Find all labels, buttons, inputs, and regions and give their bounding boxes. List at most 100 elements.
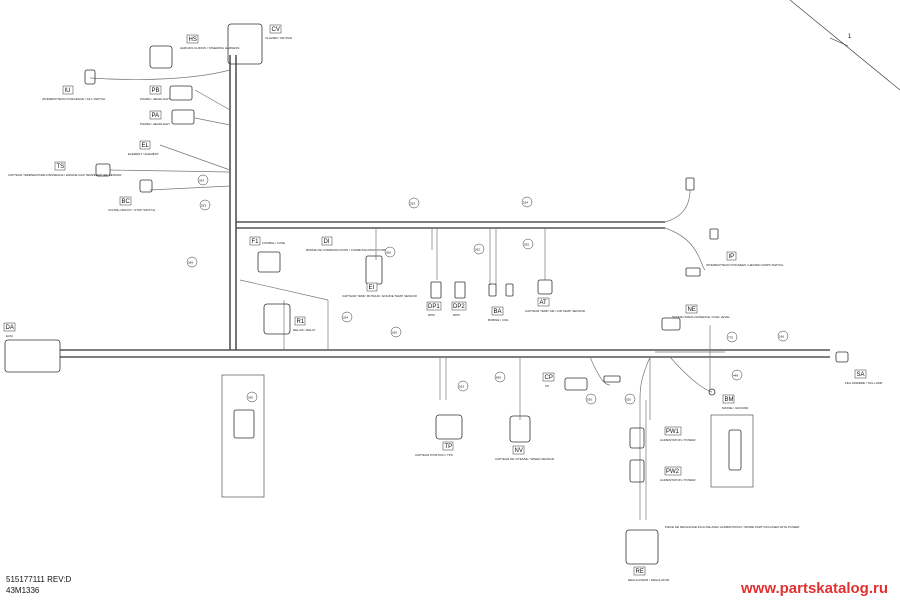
wire-number: 260 <box>384 246 396 258</box>
label-R1: R1 RELAIS / RELAY <box>293 316 316 332</box>
svg-text:166: 166 <box>779 335 784 339</box>
sheet-ref: 1 <box>848 34 852 40</box>
connectors <box>4 23 849 565</box>
svg-text:BC: BC <box>122 199 131 205</box>
svg-text:INTERRUPTEUR D'URGENCE / KILL: INTERRUPTEUR D'URGENCE / KILL SWITCH <box>42 97 105 101</box>
wire-number: 255 <box>522 238 534 250</box>
harness-branches <box>89 69 725 520</box>
label-PW1: PW1 ALIMENTATION / POWER <box>660 426 696 442</box>
svg-text:448: 448 <box>733 374 738 378</box>
svg-text:960: 960 <box>496 376 501 380</box>
svg-text:COUPE-CIRCUIT / STOP SWITCH: COUPE-CIRCUIT / STOP SWITCH <box>108 208 155 212</box>
svg-text:CAPTEUR TEMP. AIR / AIR TEMP.: CAPTEUR TEMP. AIR / AIR TEMP. SENSOR <box>525 309 586 313</box>
svg-text:RELAIS / RELAY: RELAIS / RELAY <box>293 328 316 332</box>
svg-text:530: 530 <box>587 398 592 402</box>
svg-text:ECM: ECM <box>6 334 13 338</box>
relay-inset-box <box>221 374 265 498</box>
wire-number: 520 <box>624 393 636 405</box>
svg-text:CLAVIER / KEYPAD: CLAVIER / KEYPAD <box>265 36 293 40</box>
label-EL: EL ELEMENT / ELEMENT <box>128 140 159 156</box>
wire-number: 266 <box>390 326 402 338</box>
svg-text:CAPTEUR TEMP. MOTEUR / ENGINE: CAPTEUR TEMP. MOTEUR / ENGINE TEMP. SENS… <box>342 294 418 298</box>
label-F1: F1 FUSIBLE / FUSE <box>249 236 285 246</box>
svg-text:F1: F1 <box>252 239 260 245</box>
svg-text:RE: RE <box>636 569 644 575</box>
svg-text:775: 775 <box>728 336 733 340</box>
label-CV: CV CLAVIER / KEYPAD <box>265 24 293 40</box>
svg-text:DP2: DP2 <box>453 304 465 310</box>
spare-part-note: PIECE DE RECHANGE INCLUSE AVEC ALIMENTAT… <box>665 525 800 529</box>
svg-text:HARNAIS GUIDON / STEERING HARN: HARNAIS GUIDON / STEERING HARNESS <box>180 46 239 50</box>
label-BA: BA BOBINE / COIL <box>488 306 509 322</box>
label-BC: BC COUPE-CIRCUIT / STOP SWITCH <box>108 196 155 212</box>
svg-text:DPM: DPM <box>428 313 435 317</box>
power-inset-box <box>710 414 754 488</box>
label-PA: PA PHARE / HEADLIGHT <box>140 110 170 126</box>
wire-number: 166 <box>777 330 789 342</box>
wire-number: 254 <box>521 196 533 208</box>
svg-text:260: 260 <box>386 251 391 255</box>
svg-text:BA: BA <box>494 309 502 315</box>
label-EI: EI CAPTEUR TEMP. MOTEUR / ENGINE TEMP. S… <box>342 282 418 298</box>
svg-text:IP: IP <box>729 254 735 260</box>
svg-text:HS: HS <box>189 37 197 43</box>
svg-text:263: 263 <box>201 204 206 208</box>
label-DP1: DP1 DPM <box>426 301 442 317</box>
wire-number: 775 <box>726 331 738 343</box>
wire-number: 253 <box>408 197 420 209</box>
wire-number: 530 <box>585 393 597 405</box>
svg-text:REGULATEUR / REGULATOR: REGULATEUR / REGULATOR <box>628 578 670 582</box>
svg-text:IU: IU <box>65 88 71 94</box>
svg-text:266: 266 <box>188 261 193 265</box>
label-PB: PB PHARE / HEADLIGHT <box>140 85 170 101</box>
svg-text:INTERRUPTEUR POIGNEES / HEATED: INTERRUPTEUR POIGNEES / HEATED GRIPS SWI… <box>706 263 783 267</box>
label-CP: CP CP <box>542 372 555 388</box>
svg-text:253: 253 <box>410 202 415 206</box>
label-PW2: PW2 ALIMENTATION / POWER <box>660 466 696 482</box>
watermark: www.partskatalog.ru <box>741 580 888 597</box>
drawing-code: 43M1336 <box>6 586 40 595</box>
svg-text:DP1: DP1 <box>428 304 440 310</box>
svg-text:EI: EI <box>369 285 375 291</box>
svg-text:NE: NE <box>688 307 696 313</box>
svg-text:R1: R1 <box>297 319 305 325</box>
svg-text:253: 253 <box>459 385 464 389</box>
harness-trunk <box>60 55 830 358</box>
svg-text:PA: PA <box>152 113 160 119</box>
part-number: 515177111 REV:D <box>6 575 72 584</box>
label-IP: IP INTERRUPTEUR POIGNEES / HEATED GRIPS … <box>706 251 783 267</box>
svg-text:FEU ARRIERE / TAIL LAMP: FEU ARRIERE / TAIL LAMP <box>845 381 882 385</box>
svg-text:TS: TS <box>57 164 65 170</box>
wire-number: 266 <box>186 256 198 268</box>
label-DA: DA ECM <box>3 322 16 338</box>
wire-number: 253 <box>457 380 469 392</box>
svg-text:254: 254 <box>343 316 348 320</box>
svg-text:PB: PB <box>152 88 160 94</box>
svg-text:ALIMENTATION / POWER: ALIMENTATION / POWER <box>660 478 696 482</box>
svg-text:255: 255 <box>524 243 529 247</box>
svg-text:NV: NV <box>515 448 523 454</box>
svg-text:262: 262 <box>475 248 480 252</box>
label-SA: SA FEU ARRIERE / TAIL LAMP <box>845 369 882 385</box>
svg-text:DA: DA <box>6 325 14 331</box>
label-DI: DI BORNE DE COMMUNICATION / COMMUNICATIO… <box>306 236 386 252</box>
svg-text:263: 263 <box>199 179 204 183</box>
label-IU: IU INTERRUPTEUR D'URGENCE / KILL SWITCH <box>42 85 105 101</box>
svg-text:PHARE / HEADLIGHT: PHARE / HEADLIGHT <box>140 122 170 126</box>
svg-text:PW1: PW1 <box>666 429 680 435</box>
svg-text:CP: CP <box>545 384 549 388</box>
label-RE: RE REGULATEUR / REGULATOR <box>628 566 670 582</box>
svg-text:EL: EL <box>142 143 150 149</box>
wire-number: 263 <box>197 174 209 186</box>
svg-text:254: 254 <box>523 201 528 205</box>
svg-text:MASSE / GROUND: MASSE / GROUND <box>722 406 749 410</box>
svg-text:CP: CP <box>545 375 553 381</box>
svg-text:CV: CV <box>272 27 280 33</box>
label-NV: NV CAPTEUR DE VITESSE / SPEED SENSOR <box>495 445 555 461</box>
svg-text:DPM: DPM <box>453 313 460 317</box>
svg-text:AT: AT <box>540 300 548 306</box>
svg-text:BORNE DE COMMUNICATION / COMMU: BORNE DE COMMUNICATION / COMMUNICATION P… <box>306 248 386 252</box>
svg-text:TP: TP <box>445 444 453 450</box>
svg-text:ELEMENT / ELEMENT: ELEMENT / ELEMENT <box>128 152 159 156</box>
